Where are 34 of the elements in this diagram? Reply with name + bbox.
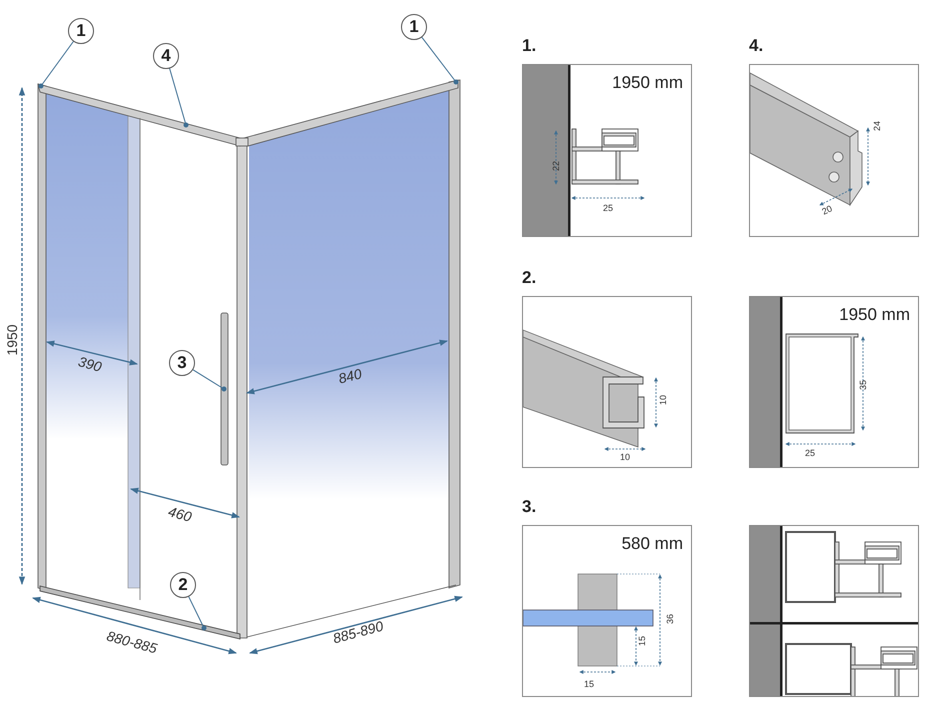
callout-number: 4 bbox=[153, 43, 179, 69]
length-label: 1950 mm bbox=[839, 305, 910, 325]
leader-line bbox=[38, 41, 74, 88]
dimension-label: 10 bbox=[620, 452, 630, 462]
dimension-label: 35 bbox=[858, 380, 868, 390]
dimension-label: 15 bbox=[637, 636, 647, 646]
dimension-label: 1950 bbox=[4, 324, 20, 356]
dimension-label: 10 bbox=[658, 395, 668, 405]
leader-line bbox=[188, 596, 206, 630]
dimension-label: 880-885 bbox=[105, 628, 159, 656]
callout-number: 2 bbox=[170, 572, 196, 598]
panel-number: 1. bbox=[522, 36, 536, 56]
dimension-label: 390 bbox=[76, 353, 104, 375]
callout-number: 1 bbox=[68, 18, 94, 44]
leader-line bbox=[169, 68, 188, 128]
dimension-label: 15 bbox=[584, 679, 594, 689]
dimension-label: 25 bbox=[805, 448, 815, 458]
dimension-label: 885-890 bbox=[331, 618, 385, 646]
callout-number: 1 bbox=[401, 14, 427, 40]
dimension-label: 25 bbox=[603, 203, 613, 213]
dimension-label: 840 bbox=[336, 365, 364, 387]
length-label: 1950 mm bbox=[612, 73, 683, 93]
panel-number: 4. bbox=[749, 36, 764, 56]
length-label: 580 mm bbox=[622, 534, 683, 554]
dimension-label: 36 bbox=[665, 614, 675, 624]
dimension-label: 460 bbox=[166, 503, 194, 525]
panel-number: 3. bbox=[522, 497, 536, 517]
leader-line bbox=[192, 369, 226, 392]
dimension-label: 22 bbox=[551, 161, 561, 171]
dimension-label: 24 bbox=[872, 121, 882, 131]
callout-number: 3 bbox=[169, 350, 195, 376]
dimension-label: 20 bbox=[820, 203, 834, 217]
panel-number: 2. bbox=[522, 268, 536, 288]
leader-line bbox=[421, 36, 458, 84]
